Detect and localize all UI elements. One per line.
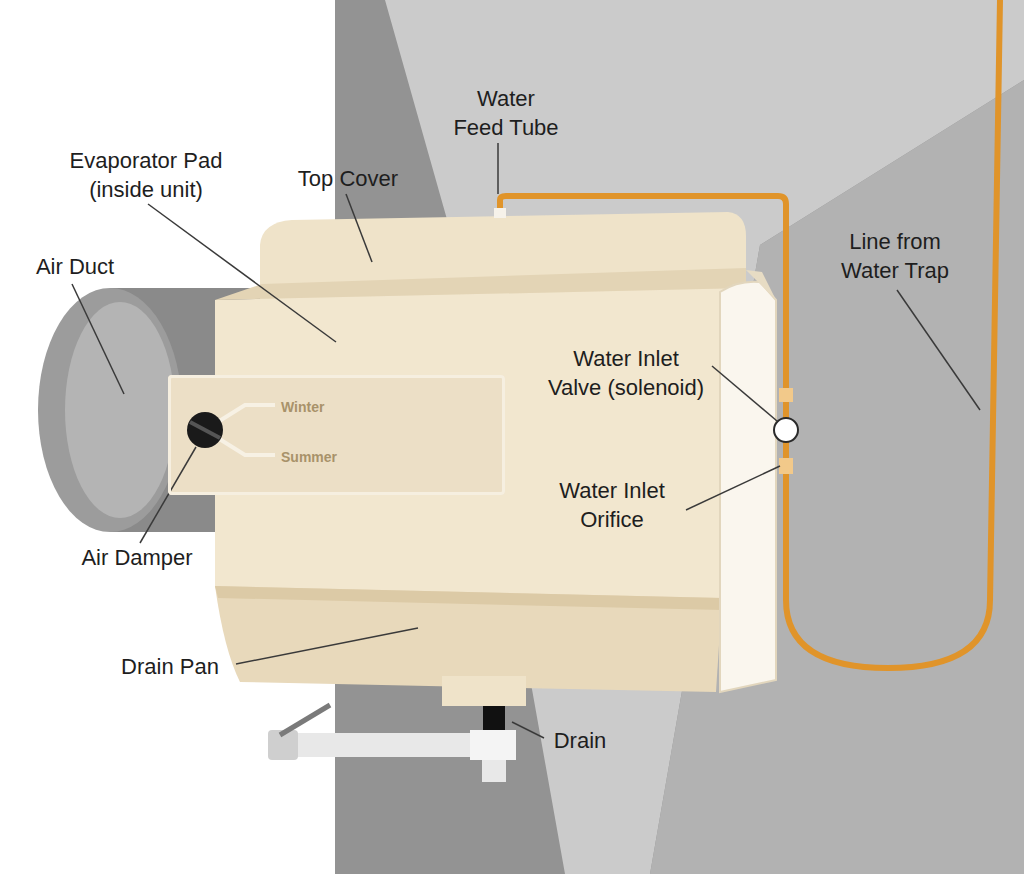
duct-end <box>38 288 182 532</box>
label-text: Top Cover <box>298 166 398 191</box>
label-text: Water Inlet Valve (solenoid) <box>548 346 704 400</box>
inlet-orifice <box>779 458 793 474</box>
label-text: Evaporator Pad (inside unit) <box>70 148 223 202</box>
leader-line <box>346 194 372 262</box>
cap-ledge <box>746 270 776 300</box>
damper-setting: Summer <box>281 449 337 465</box>
label-text: Air Duct <box>36 254 114 279</box>
part-label: Top Cover <box>278 164 418 193</box>
label-text: Air Damper <box>81 545 192 570</box>
knob-slot <box>190 422 220 438</box>
drain-elbow <box>285 745 494 782</box>
leader-line <box>148 204 336 342</box>
leader-line <box>236 628 418 664</box>
damper-knob <box>187 412 223 448</box>
label-text: Drain Pan <box>121 654 219 679</box>
label-text: Drain <box>554 728 607 753</box>
damper-plate: WinterSummer <box>168 375 505 495</box>
pipe-bracket <box>280 705 330 735</box>
pipe-fitting <box>470 730 516 760</box>
leader-line <box>897 290 980 410</box>
leader-line <box>497 143 499 194</box>
valve-fitting <box>779 388 793 402</box>
water-line <box>494 0 1000 668</box>
leader-line <box>686 466 780 510</box>
part-label: Water Inlet Valve (solenoid) <box>544 344 708 402</box>
label-text: Water Inlet Orifice <box>559 478 665 532</box>
water-tube <box>500 0 1000 668</box>
leader-line <box>512 722 544 738</box>
feed-fitting <box>494 208 506 218</box>
label-text: Water Feed Tube <box>453 86 558 140</box>
part-label: Air Damper <box>62 543 212 572</box>
part-label: Water Feed Tube <box>451 84 561 142</box>
damper-setting: Winter <box>281 399 324 415</box>
damper-plate <box>168 375 505 495</box>
part-label: Evaporator Pad (inside unit) <box>62 146 230 204</box>
drain-pipe <box>268 700 516 782</box>
inlet-valve <box>774 418 798 442</box>
duct-opening <box>65 302 175 518</box>
end-cap <box>720 282 776 692</box>
drain-spout <box>442 676 526 706</box>
cover-seam <box>215 268 746 300</box>
leader-line <box>712 366 777 421</box>
part-label: Water Inlet Orifice <box>541 476 683 534</box>
leader-lines <box>72 143 980 738</box>
leader-line <box>72 284 124 394</box>
part-label: Drain <box>545 726 615 755</box>
part-label: Air Duct <box>15 252 135 281</box>
label-text: Line from Water Trap <box>841 229 949 283</box>
pan-rim <box>215 586 722 610</box>
part-label: Drain Pan <box>105 652 235 681</box>
part-label: Line from Water Trap <box>833 227 957 285</box>
